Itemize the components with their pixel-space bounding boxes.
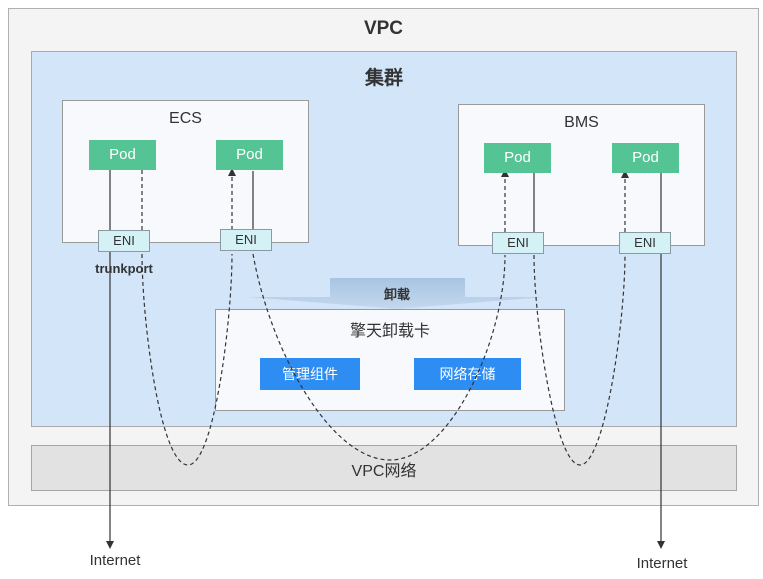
ecs-eni-left: ENI	[98, 230, 150, 252]
trunkport-label: trunkport	[95, 261, 153, 276]
internet-left-label: Internet	[89, 552, 141, 569]
bms-eni-right: ENI	[619, 232, 671, 254]
mgmt-component: 管理组件	[260, 358, 360, 390]
vpc-title: VPC	[363, 18, 404, 39]
bms-pod-right: Pod	[612, 143, 679, 173]
cluster-title: 集群	[364, 68, 403, 89]
network-storage: 网络存储	[414, 358, 521, 390]
vpc-network-title: VPC网络	[351, 463, 417, 480]
ecs-host	[62, 100, 309, 243]
internet-right-label: Internet	[636, 555, 688, 572]
offload-label: 卸载	[383, 287, 410, 302]
bms-eni-left: ENI	[492, 232, 544, 254]
ecs-eni-right: ENI	[220, 229, 272, 251]
bms-title: BMS	[564, 114, 599, 131]
bms-host	[458, 104, 705, 246]
card-title: 擎天卸载卡	[349, 323, 430, 340]
ecs-pod-left: Pod	[89, 140, 156, 170]
ecs-pod-right: Pod	[216, 140, 283, 170]
ecs-title: ECS	[169, 110, 202, 127]
bms-pod-left: Pod	[484, 143, 551, 173]
vpc-network	[31, 445, 737, 491]
